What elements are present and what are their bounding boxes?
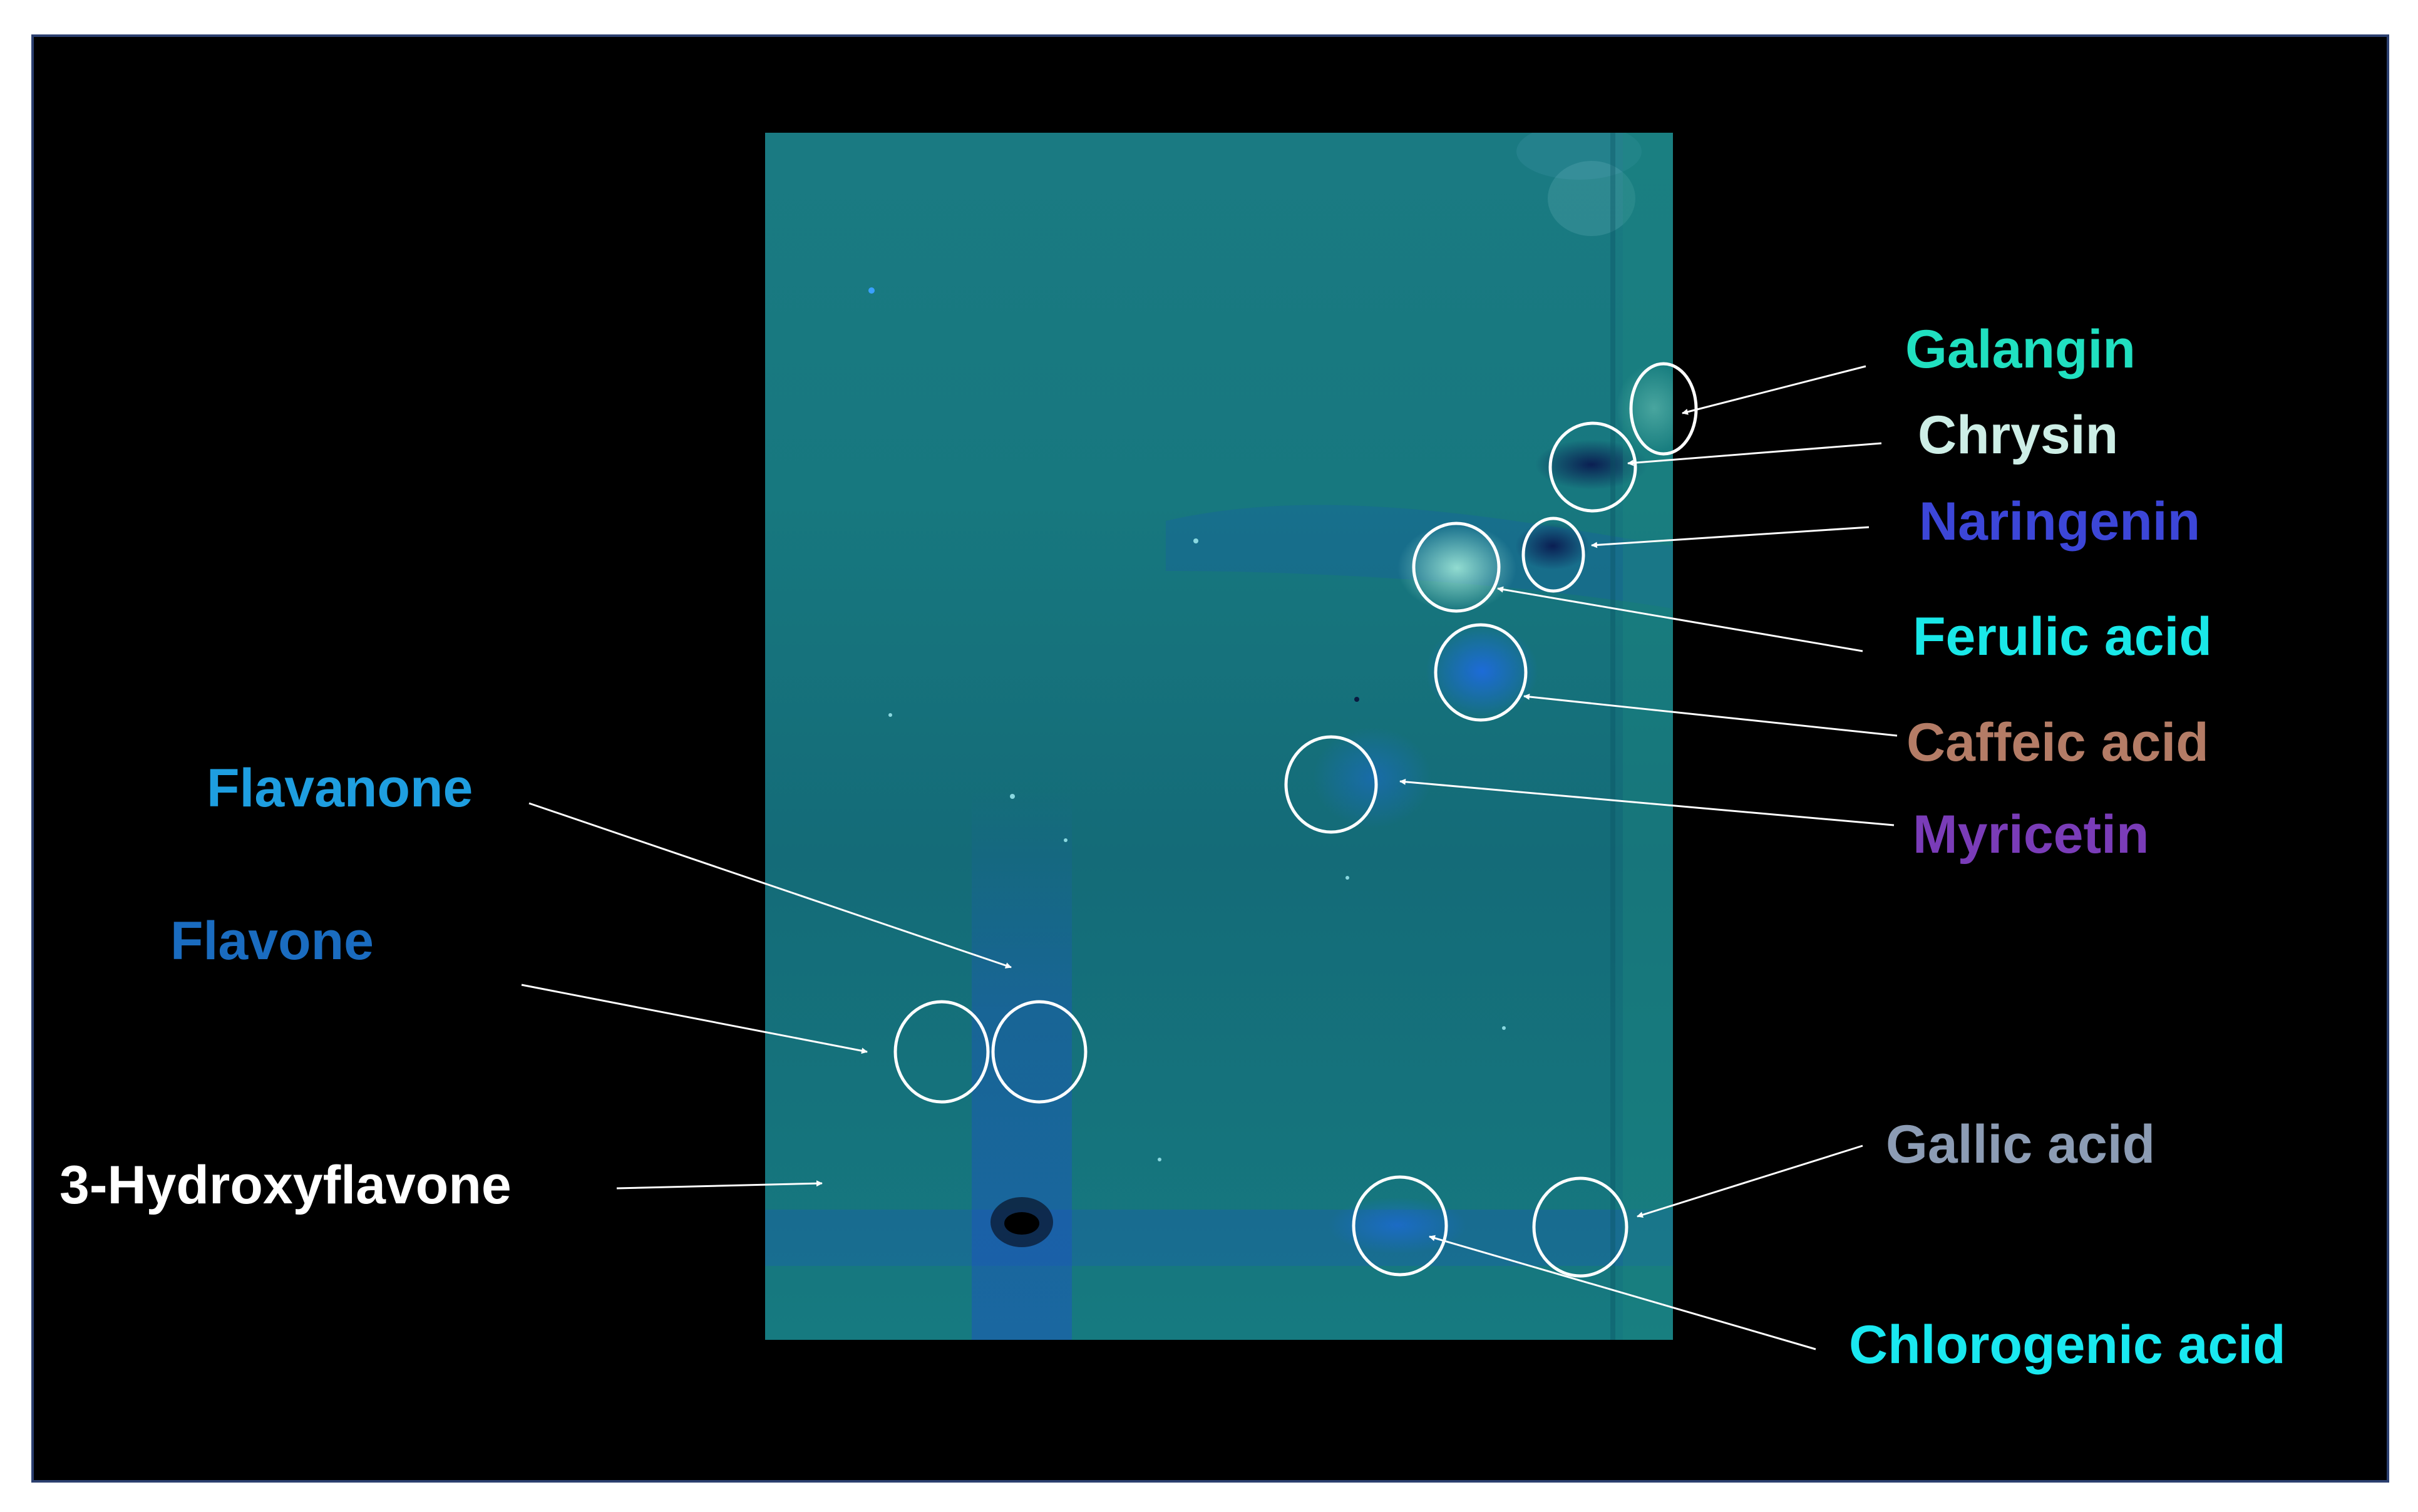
label-flavanone: Flavanone: [207, 758, 473, 818]
hydroxyflavone-arrow: [616, 1180, 823, 1190]
naringenin-spot-circle: [1521, 517, 1585, 593]
tlc-plate-photo: [765, 123, 1692, 1341]
flavanone-spot-circle: [991, 1000, 1088, 1104]
label-naringenin: Naringenin: [1919, 491, 2201, 552]
label-ferulic-acid: Ferulic acid: [1913, 607, 2212, 667]
chrysin-arrow: [1627, 442, 1882, 466]
flavanone-arrow: [528, 802, 1012, 969]
gallic-acid-spot-circle: [1532, 1176, 1628, 1278]
chlorogenic-acid-arrow: [1429, 1235, 1816, 1350]
caffeic-acid-arrow: [1523, 693, 1898, 737]
label-myricetin: Myricetin: [1913, 805, 2149, 865]
myricetin-arrow: [1399, 778, 1895, 826]
myricetin-spot-circle: [1284, 735, 1378, 834]
tlc-plate-bands: [765, 123, 1692, 1341]
label-flavone: Flavone: [170, 911, 374, 971]
chlorogenic-acid-spot-circle: [1352, 1175, 1448, 1277]
label-caffeic-acid: Caffeic acid: [1906, 712, 2209, 773]
galangin-spot-circle: [1629, 362, 1698, 456]
chrysin-spot-circle: [1548, 421, 1637, 513]
naringenin-arrow: [1591, 526, 1870, 548]
label-gallic-acid: Gallic acid: [1886, 1114, 2156, 1175]
label-3-hydroxyflavone: 3-Hydroxyflavone: [59, 1155, 512, 1215]
label-chlorogenic-acid: Chlorogenic acid: [1849, 1315, 2286, 1375]
gallic-acid-arrow: [1637, 1144, 1863, 1218]
flavone-spot-circle: [893, 1000, 990, 1104]
label-galangin: Galangin: [1905, 319, 2136, 379]
label-chrysin: Chrysin: [1918, 405, 2119, 465]
ferulic-acid-spot-circle: [1412, 522, 1501, 613]
ferulic-acid-arrow: [1497, 586, 1863, 652]
galangin-arrow: [1682, 365, 1866, 415]
caffeic-acid-spot-circle: [1434, 623, 1528, 722]
flavone-arrow: [521, 984, 868, 1054]
